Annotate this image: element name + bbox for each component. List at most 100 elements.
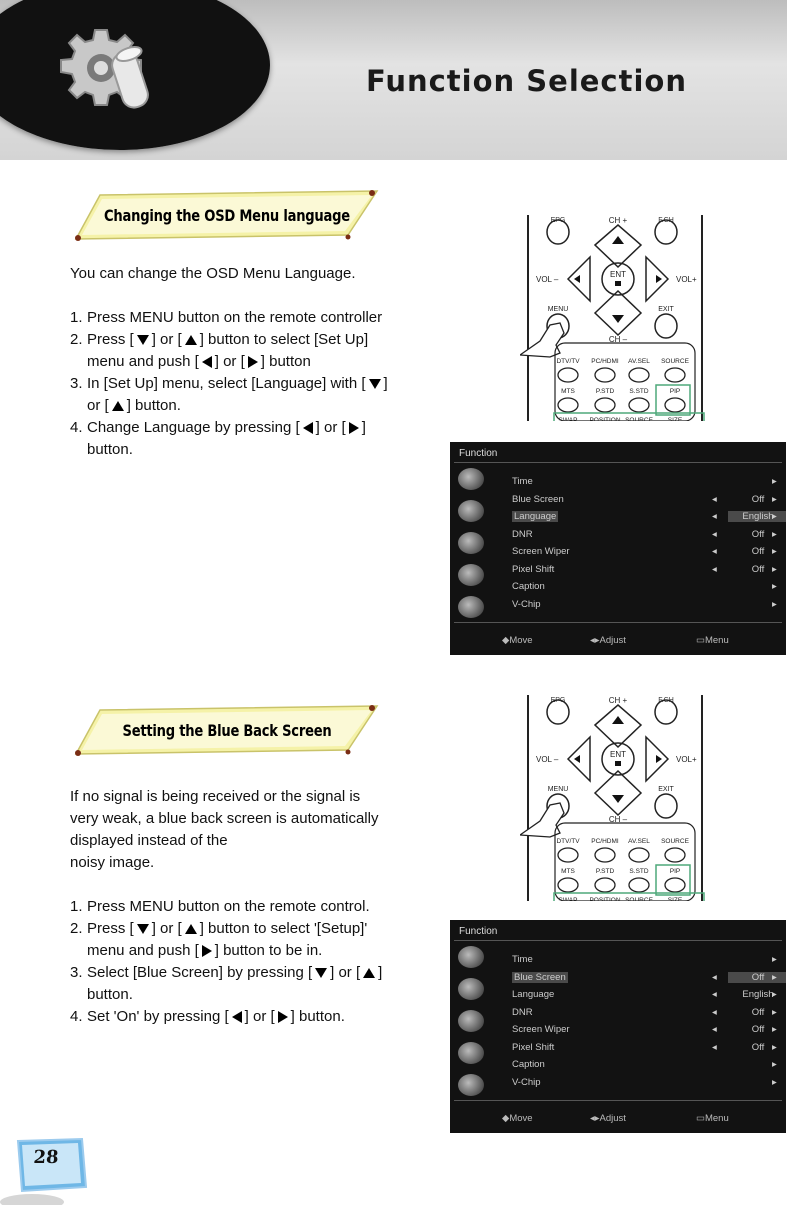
svg-text:EXIT: EXIT: [658, 306, 674, 313]
osd-right-arrow-icon: ▸: [772, 971, 777, 983]
svg-text:CH +: CH +: [609, 216, 628, 225]
step-text: ] or [: [214, 353, 245, 370]
step-text: ] or [: [151, 331, 182, 348]
osd-category-icon: [458, 1042, 484, 1064]
remote-control-image-2: EPG CH + F.CH ENT VOL – VOL+ MENU EXIT C…: [520, 695, 705, 901]
osd-row-label: Caption: [512, 581, 545, 592]
osd-row-label: Caption: [512, 1059, 545, 1070]
svg-text:P.STD: P.STD: [596, 388, 615, 395]
osd-row-value: English: [728, 511, 786, 522]
svg-text:AV.SEL: AV.SEL: [628, 838, 650, 845]
osd-divider: [454, 940, 782, 941]
page-header: Function Selection: [0, 0, 787, 160]
svg-text:SOURCE: SOURCE: [661, 838, 689, 845]
step-number: 3.: [70, 375, 83, 392]
osd-adjust-hint: ◂▸ Adjust: [590, 1113, 626, 1124]
section1-step: 4.Change Language by pressing [] or [] b…: [70, 417, 402, 461]
svg-text:PC/HDMI: PC/HDMI: [591, 358, 619, 365]
step-text: ] or [: [87, 375, 388, 414]
page-corner-shadow: [0, 1194, 64, 1205]
svg-text:SOURCE: SOURCE: [625, 417, 653, 421]
step-text: Press [: [87, 920, 134, 937]
svg-text:SOURCE: SOURCE: [625, 897, 653, 901]
osd-right-arrow-icon: ▸: [772, 511, 777, 522]
osd-menu-row: V-Chip▸: [510, 1075, 780, 1091]
osd-title: Function: [459, 448, 498, 459]
triangle-up-icon: [184, 335, 197, 346]
osd-row-value: Off: [751, 546, 765, 557]
step-text: Press MENU button on the remote controll…: [87, 309, 383, 326]
step-number: 2.: [70, 331, 83, 348]
svg-text:PIP: PIP: [670, 868, 680, 875]
section2-text: If no signal is being received or the si…: [70, 786, 402, 1028]
step-number: 1.: [70, 898, 83, 915]
step-text: Press [: [87, 331, 134, 348]
page-number: 28: [32, 1147, 60, 1168]
svg-text:SIZE: SIZE: [668, 417, 683, 421]
svg-text:VOL –: VOL –: [536, 275, 559, 284]
svg-text:CH –: CH –: [609, 815, 628, 824]
osd-category-icon: [458, 1074, 484, 1096]
osd-row-label: Blue Screen: [512, 493, 564, 505]
osd-left-arrow-icon: ◂: [712, 1041, 717, 1053]
step-text: Select [Blue Screen] by pressing [: [87, 964, 313, 981]
osd-right-arrow-icon: ▸: [772, 546, 777, 557]
osd-row-value: Off: [751, 1024, 765, 1035]
osd-row-label: Time: [512, 476, 533, 487]
section1-heading: Changing the OSD Menu language: [104, 206, 350, 225]
page-title: Function Selection: [365, 64, 687, 98]
triangle-left-icon: [231, 1011, 242, 1024]
section2-banner: Setting the Blue Back Screen: [72, 702, 382, 760]
step-number: 2.: [70, 920, 83, 937]
osd-footer: ◆ Move◂▸ Adjust▭ Menu: [450, 635, 786, 649]
svg-text:SWAP: SWAP: [559, 897, 578, 901]
osd-category-icon: [458, 564, 484, 586]
osd-menu-hint: ▭ Menu: [696, 1113, 729, 1124]
osd-left-arrow-icon: ◂: [712, 989, 717, 1000]
svg-text:MENU: MENU: [548, 306, 569, 313]
osd-row-label: Time: [512, 954, 533, 965]
osd-divider: [454, 622, 782, 623]
osd-left-arrow-icon: ◂: [712, 1006, 717, 1018]
osd-right-arrow-icon: ▸: [772, 493, 777, 505]
osd-left-arrow-icon: ◂: [712, 528, 717, 540]
osd-left-arrow-icon: ◂: [712, 1024, 717, 1035]
svg-text:VOL+: VOL+: [676, 755, 697, 764]
osd-menu-row: Pixel Shift◂Off▸: [510, 1040, 780, 1056]
section1-banner: Changing the OSD Menu language: [72, 187, 382, 245]
step-text: Set 'On' by pressing [: [87, 1008, 229, 1025]
svg-text:POSITION: POSITION: [589, 417, 620, 421]
svg-text:S.STD: S.STD: [629, 868, 648, 875]
triangle-down-icon: [368, 379, 381, 390]
step-text: ] button to be in.: [214, 942, 323, 959]
osd-menu-hint: ▭ Menu: [696, 635, 729, 646]
svg-text:CH –: CH –: [609, 335, 628, 344]
section1-steps: 1.Press MENU button on the remote contro…: [70, 307, 402, 461]
section2-intro-line: very weak, a blue back screen is automat…: [70, 810, 379, 827]
svg-text:AV.SEL: AV.SEL: [628, 358, 650, 365]
osd-menu-row: Time▸: [510, 474, 780, 490]
svg-text:SIZE: SIZE: [668, 897, 683, 901]
osd-menu-row: DNR◂Off▸: [510, 527, 780, 543]
osd-row-value: English: [742, 989, 774, 1000]
triangle-down-icon: [136, 335, 149, 346]
svg-text:MTS: MTS: [561, 868, 575, 875]
svg-text:ENT: ENT: [610, 750, 626, 759]
osd-row-label: Screen Wiper: [512, 546, 570, 557]
osd-left-arrow-icon: ◂: [712, 971, 717, 983]
svg-text:DTV/TV: DTV/TV: [556, 838, 580, 845]
osd-menu-row: Language◂English▸: [510, 987, 780, 1003]
osd-category-icon: [458, 500, 484, 522]
section2-step: 2.Press [] or [] button to select '[Setu…: [70, 918, 402, 962]
osd-row-label: V-Chip: [512, 598, 541, 610]
osd-category-icon: [458, 1010, 484, 1032]
osd-row-value: Off: [751, 493, 765, 505]
osd-row-label: Screen Wiper: [512, 1024, 570, 1035]
svg-text:PIP: PIP: [670, 388, 680, 395]
page-number-badge: [16, 1137, 88, 1193]
osd-row-label: DNR: [512, 1006, 533, 1018]
triangle-down-icon: [136, 924, 149, 935]
svg-text:DTV/TV: DTV/TV: [556, 358, 580, 365]
step-text: ] or [: [151, 920, 182, 937]
